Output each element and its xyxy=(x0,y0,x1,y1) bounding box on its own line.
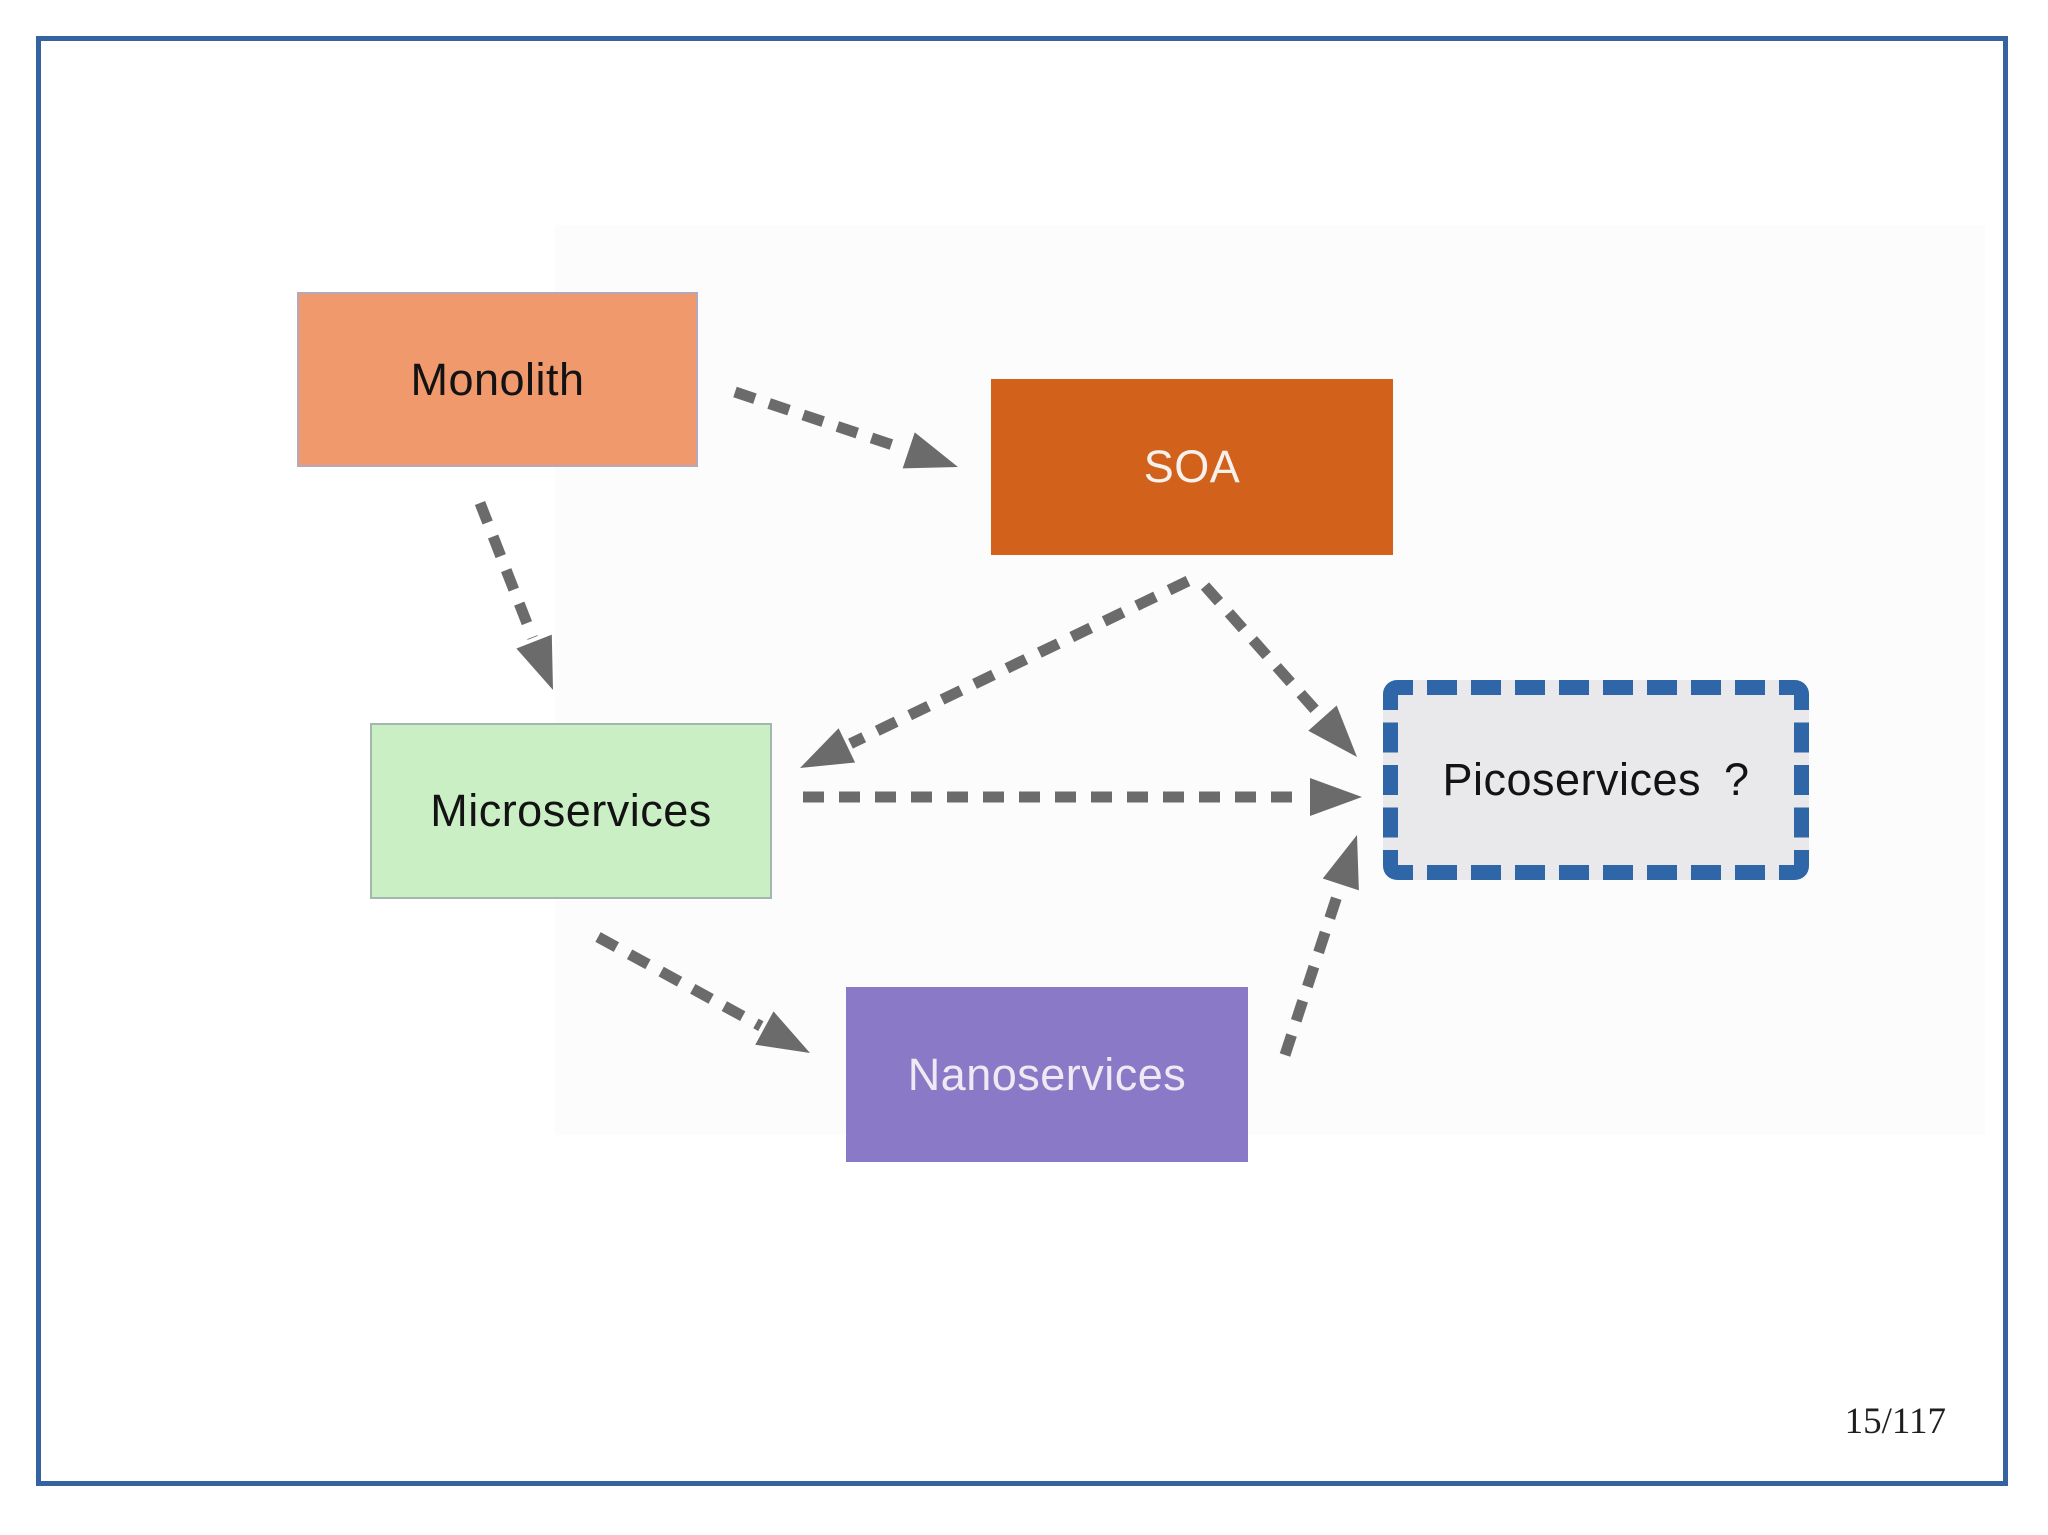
node-monolith-label: Monolith xyxy=(410,353,585,405)
node-monolith: Monolith xyxy=(297,292,698,467)
node-soa-label: SOA xyxy=(1143,441,1241,493)
arrow-monolith-to-soa xyxy=(733,386,958,469)
node-soa: SOA xyxy=(991,379,1393,555)
arrow-soa-to-picoservices xyxy=(1200,582,1357,757)
node-microservices-label: Microservices xyxy=(430,785,712,837)
node-microservices: Microservices xyxy=(370,723,772,899)
arrow-soa-to-microservices xyxy=(800,576,1191,768)
node-nanoservices-label: Nanoservices xyxy=(907,1048,1187,1100)
node-nanoservices: Nanoservices xyxy=(846,987,1248,1162)
arrow-microservices-to-picoservices xyxy=(803,778,1362,816)
node-picoservices-label: Picoservices ? xyxy=(1442,754,1750,806)
arrow-microservices-to-nanoservices xyxy=(595,932,810,1053)
page-number: 15/117 xyxy=(1844,1401,1946,1442)
node-picoservices: Picoservices ? xyxy=(1383,680,1809,880)
arrow-nanoservices-to-picoservices xyxy=(1279,835,1359,1057)
arrow-monolith-to-microservices xyxy=(474,500,553,690)
